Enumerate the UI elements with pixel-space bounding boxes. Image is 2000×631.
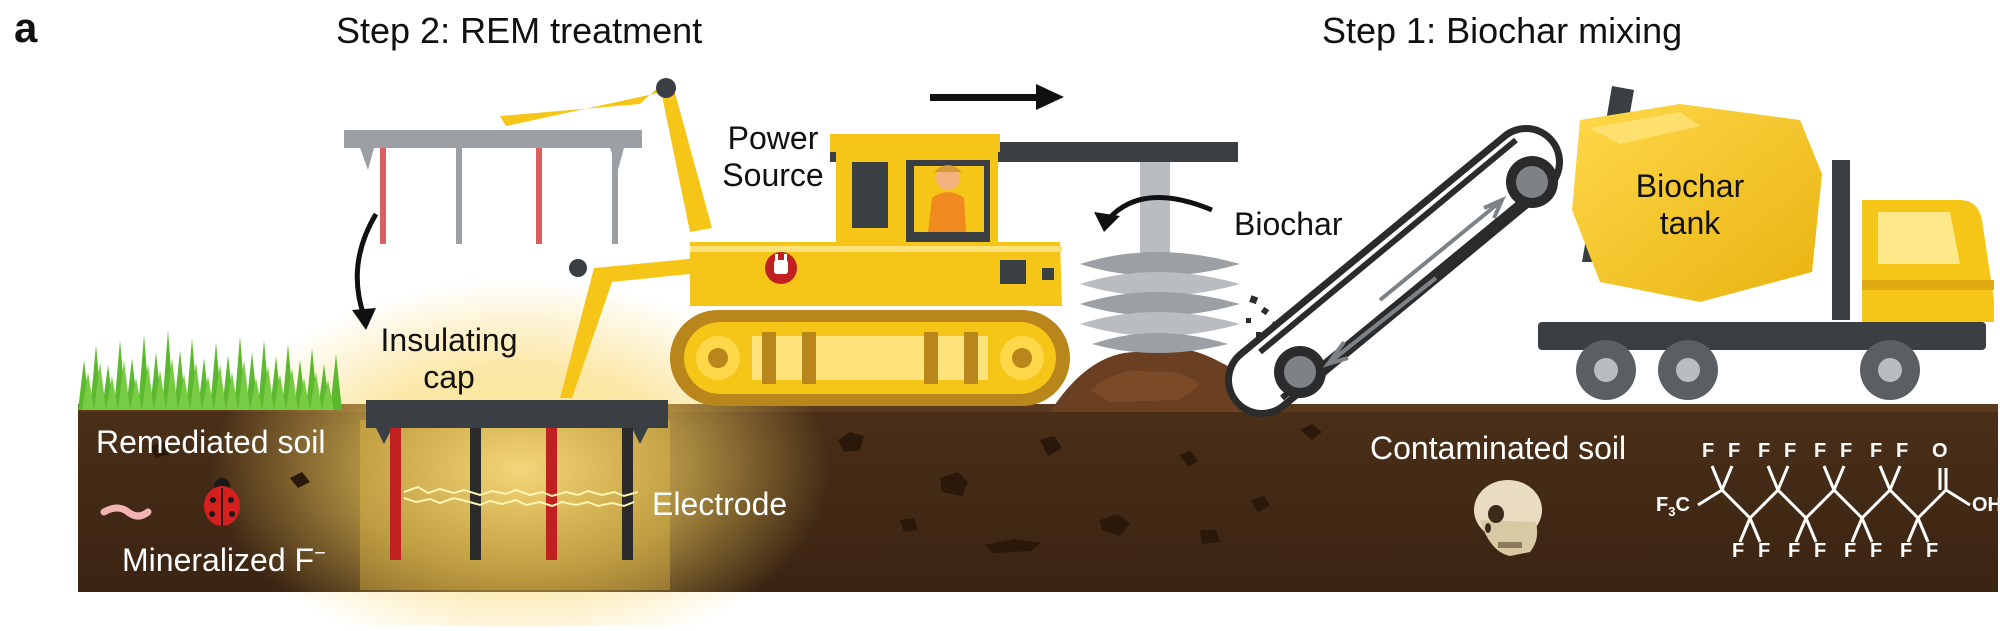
atom-f-3: F [1758,440,1771,462]
biochar-particles [1246,295,1279,337]
mineralized-f-label: Mineralized F− [122,542,326,579]
atom-f-7: F [1870,440,1883,462]
power-source-line2: Source [722,157,824,193]
contaminated-soil-label: Contaminated soil [1370,430,1627,466]
excavator [344,78,1238,406]
panel-letter: a [14,4,38,51]
biochar-label: Biochar [1234,206,1343,242]
insulating-cap-line1: Insulating [380,322,518,358]
power-source-label: Power Source [708,120,838,194]
atom-f-6: F [1840,440,1853,462]
grass [78,330,342,410]
step2-title: Step 2: REM treatment [336,10,703,51]
mineralized-f-charge: − [314,542,326,565]
pfoa-molecule [1697,465,1971,543]
insulating-cap-line2: cap [423,359,475,395]
truck-wheels [1576,340,1920,400]
skull [1474,480,1542,556]
atom-f-16: F [1926,540,1939,562]
operator [928,165,966,232]
installed-electrodes [366,400,668,560]
atom-f-11: F [1788,540,1801,562]
atom-f3c: F3C [1656,494,1690,519]
biochar-tank-label: Biochar tank [1620,168,1760,242]
conveyor [1225,125,1563,417]
atom-f-1: F [1702,440,1715,462]
biochar-tank-line2: tank [1659,205,1721,241]
atom-o: O [1932,440,1948,462]
remediated-soil-label: Remediated soil [96,424,326,460]
auger [1080,150,1240,353]
dirt-mound [1050,347,1275,412]
step1-title: Step 1: Biochar mixing [1322,10,1683,51]
atom-f3c-sub: 3 [1668,504,1676,519]
lowering-arrow [352,212,379,330]
atom-f-4: F [1784,440,1797,462]
power-source-line1: Power [727,120,819,156]
insulating-cap-label: Insulating cap [364,322,534,396]
atom-f-2: F [1728,440,1741,462]
atom-f-13: F [1844,540,1857,562]
soil-clods [150,424,1322,553]
atom-f3c-c: C [1675,494,1690,516]
atom-f-9: F [1732,540,1745,562]
atom-f-5: F [1814,440,1827,462]
atom-f-14: F [1870,540,1883,562]
atom-f3c-f: F [1656,494,1669,516]
atom-f-8: F [1896,440,1909,462]
atom-f-10: F [1758,540,1771,562]
atom-f-12: F [1814,540,1827,562]
atom-f-15: F [1900,540,1913,562]
direction-arrow [930,84,1064,110]
atom-oh: OH [1972,494,2000,516]
mineralized-f-text: Mineralized F [122,542,315,578]
biochar-tank-line1: Biochar [1635,168,1745,204]
ladybug [204,478,240,526]
worm [100,504,152,520]
tank-truck [1538,86,1994,400]
electrode-label: Electrode [652,486,788,522]
